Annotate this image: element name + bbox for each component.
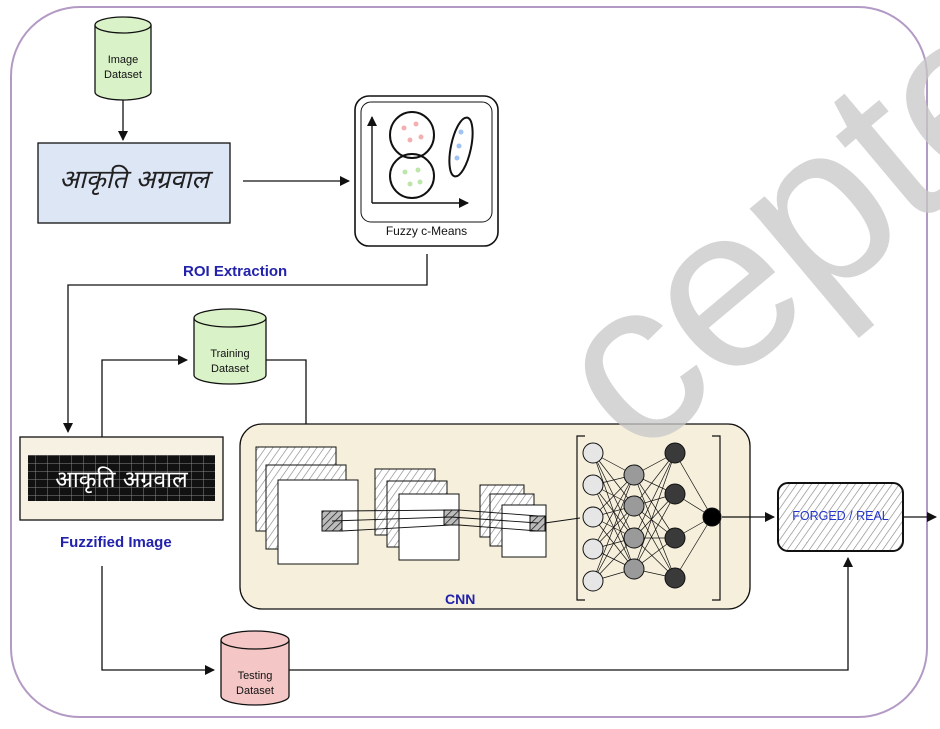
fc-connection bbox=[592, 505, 635, 582]
fc-connection bbox=[592, 474, 635, 582]
fc-connection bbox=[633, 452, 676, 539]
neuron bbox=[623, 495, 645, 517]
arrow-roi-to-fuzzified bbox=[63, 254, 428, 433]
fc-connection bbox=[633, 474, 676, 539]
neuron bbox=[582, 474, 604, 496]
fuzzy-cmeans-label: Fuzzy c-Means bbox=[385, 224, 468, 238]
neuron bbox=[582, 538, 604, 560]
testing-dataset-label: Testing Dataset bbox=[236, 670, 274, 697]
fc-connection bbox=[674, 452, 713, 518]
outer-frame bbox=[10, 6, 928, 718]
neuron bbox=[582, 442, 604, 464]
neuron bbox=[664, 483, 686, 505]
neuron bbox=[664, 527, 686, 549]
fuzzy-cmeans-box bbox=[354, 95, 499, 247]
testing-dataset-cylinder bbox=[220, 630, 290, 706]
fc-connection bbox=[592, 474, 635, 550]
signature-image bbox=[37, 142, 231, 224]
signature-text: आकृति अग्रवाल bbox=[59, 165, 209, 195]
training-dataset-cylinder bbox=[193, 308, 267, 385]
fc-connection bbox=[633, 452, 676, 570]
arrow-fuzzified-to-training bbox=[101, 355, 188, 437]
arrow-fuzzified-to-testing bbox=[101, 566, 215, 675]
neuron bbox=[664, 567, 686, 589]
neuron bbox=[623, 527, 645, 549]
cnn-label: CNN bbox=[445, 591, 476, 607]
arrow-testing-to-output bbox=[289, 557, 853, 671]
cnn-panel bbox=[239, 423, 751, 610]
image-dataset-label: Image Dataset bbox=[104, 54, 142, 81]
neuron bbox=[582, 506, 604, 528]
fuzzified-image-label: Fuzzified Image bbox=[60, 534, 172, 551]
roi-extraction-label: ROI Extraction bbox=[183, 263, 288, 280]
fc-connection bbox=[633, 474, 676, 579]
neuron bbox=[623, 558, 645, 580]
arrow-training-to-cnn bbox=[266, 359, 311, 448]
output-label: FORGED / REAL bbox=[792, 509, 889, 523]
neuron bbox=[623, 464, 645, 486]
output-neuron bbox=[702, 507, 722, 527]
neuron bbox=[582, 570, 604, 592]
fc-connection bbox=[633, 452, 676, 507]
fuzzified-text: आकृति अग्रवाल bbox=[55, 467, 188, 493]
image-dataset-cylinder bbox=[94, 16, 152, 101]
fc-connection bbox=[633, 505, 676, 579]
fc-connection bbox=[633, 493, 676, 570]
fc-connection bbox=[592, 452, 635, 507]
fuzzified-image bbox=[19, 436, 224, 521]
neuron bbox=[664, 442, 686, 464]
training-dataset-label: Training Dataset bbox=[210, 348, 250, 375]
fc-connection bbox=[674, 516, 713, 579]
